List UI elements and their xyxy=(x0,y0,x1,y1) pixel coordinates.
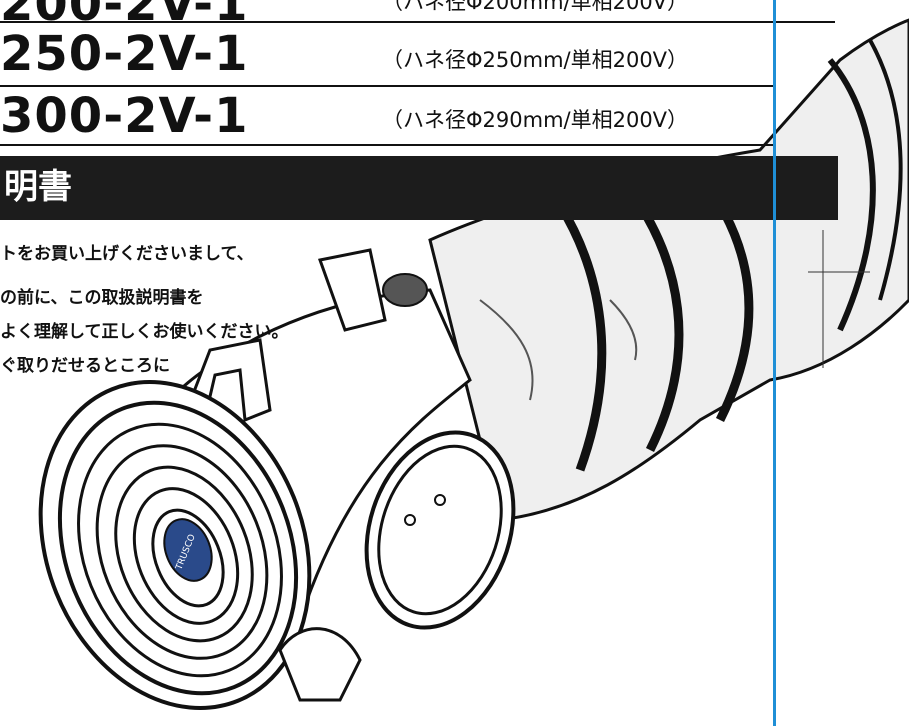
banner-title: 明書 xyxy=(4,167,72,207)
duct-hose xyxy=(428,18,909,522)
divider xyxy=(0,21,835,23)
brand-badge xyxy=(163,518,213,582)
intro-line: よく理解して正しくお使いください。 xyxy=(0,322,289,342)
model-code: 300-2V-1 xyxy=(0,88,249,144)
model-spec: （ハネ径Φ200mm/単相200V） xyxy=(382,0,689,14)
divider xyxy=(0,144,775,146)
title-banner: 明書 xyxy=(0,156,838,220)
rear-ring xyxy=(364,430,516,630)
divider xyxy=(0,85,775,87)
model-code: 250-2V-1 xyxy=(0,26,249,82)
model-code: 200-2V-1 xyxy=(0,0,249,32)
guide-line xyxy=(773,0,776,726)
model-spec: （ハネ径Φ290mm/単相200V） xyxy=(382,108,689,132)
intro-line: ぐ取りだせるところに xyxy=(0,356,170,376)
intro-line: の前に、この取扱説明書を xyxy=(0,288,204,308)
intro-line: トをお買い上げくださいまして、 xyxy=(0,244,254,264)
model-spec: （ハネ径Φ250mm/単相200V） xyxy=(382,48,689,72)
